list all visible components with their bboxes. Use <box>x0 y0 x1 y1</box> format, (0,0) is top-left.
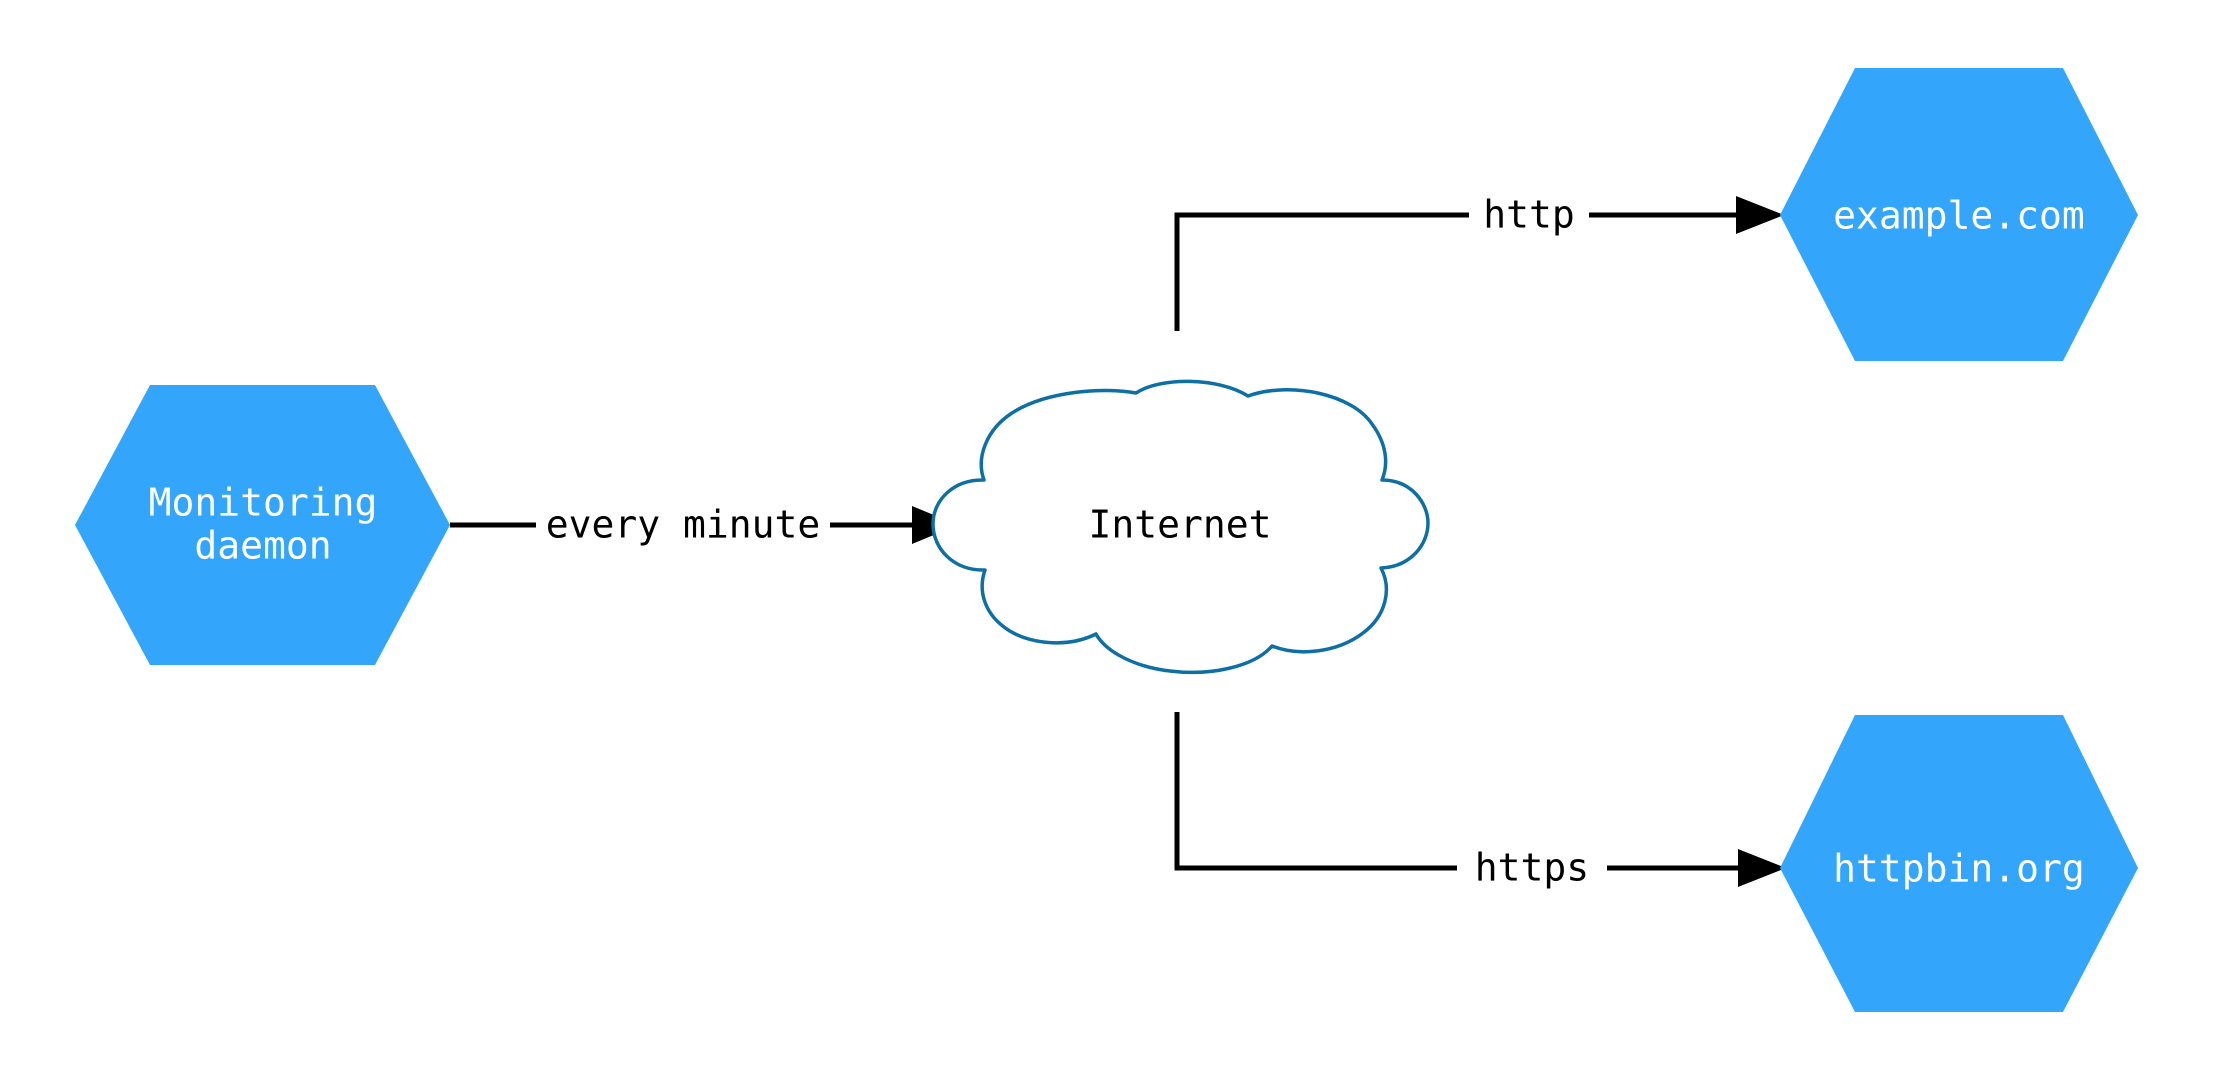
internet-cloud-shape <box>931 379 1430 675</box>
example-com-label: example.com <box>1833 194 2085 238</box>
node-example-com[interactable]: example.com <box>1780 68 2138 361</box>
edge-internet-to-example-elbow <box>1174 212 1469 331</box>
node-internet[interactable]: Internet <box>931 379 1430 675</box>
edge-internet-to-example[interactable]: http <box>1174 193 1784 332</box>
edge-label-https: https <box>1475 846 1589 890</box>
monitoring-daemon-label-line2: daemon <box>194 524 331 568</box>
example-com-hexagon-shape <box>1780 68 2138 361</box>
node-monitoring-daemon[interactable]: Monitoring daemon <box>75 385 450 665</box>
node-httpbin-org[interactable]: httpbin.org <box>1780 715 2138 1012</box>
edge-label-every-minute: every minute <box>546 503 821 547</box>
edge-label-http: http <box>1483 193 1575 237</box>
httpbin-org-hexagon-shape <box>1780 715 2138 1012</box>
edge-internet-to-httpbin-arrowhead <box>1738 849 1786 887</box>
edge-internet-to-example-arrowhead <box>1736 196 1784 234</box>
monitoring-daemon-label-line1: Monitoring <box>149 481 378 525</box>
edge-internet-to-httpbin[interactable]: https <box>1174 712 1786 890</box>
edge-internet-to-httpbin-elbow <box>1174 712 1457 871</box>
httpbin-org-label: httpbin.org <box>1833 847 2085 891</box>
edge-daemon-to-internet[interactable]: every minute <box>450 503 958 547</box>
internet-label: Internet <box>1088 503 1271 547</box>
monitoring-daemon-hexagon-shape <box>75 385 450 665</box>
